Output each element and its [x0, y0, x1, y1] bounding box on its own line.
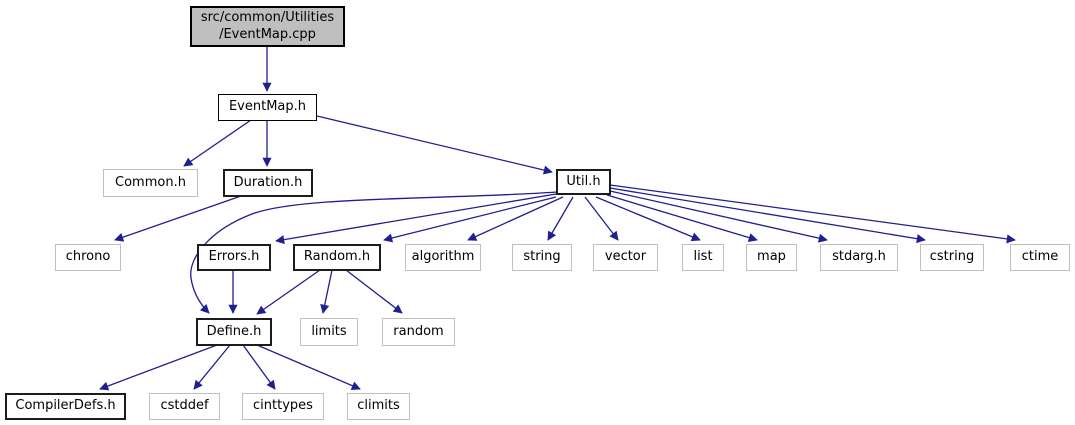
node-label: /EventMap.cpp — [219, 26, 316, 42]
node-string: string — [512, 244, 572, 271]
node-errors-h[interactable]: Errors.h — [197, 244, 271, 271]
node-util-h[interactable]: Util.h — [556, 169, 611, 195]
node-climits: climits — [347, 393, 410, 420]
node-label: stdarg.h — [832, 249, 886, 265]
node-label: Random.h — [303, 249, 371, 265]
node-compilerdefs-h[interactable]: CompilerDefs.h — [5, 393, 126, 420]
edge-duration_h-chrono — [114, 195, 242, 242]
node-label: vector — [604, 249, 647, 265]
node-label: EventMap.h — [228, 99, 307, 115]
edge-util_h-cstring — [609, 187, 926, 244]
node-label: chrono — [65, 249, 111, 265]
edge-define_h-climits — [256, 344, 361, 390]
node-random-h[interactable]: Random.h — [293, 244, 381, 271]
edge-util_h-define_h — [190, 191, 558, 314]
edge-util_h-algorithm — [467, 196, 564, 241]
node-label: map — [757, 249, 786, 265]
node-label: Duration.h — [233, 174, 303, 190]
edge-random_h-random — [345, 269, 403, 314]
edge-define_h-compilerdefs_h — [99, 344, 218, 391]
edge-random_h-define_h — [256, 269, 321, 315]
node-chrono: chrono — [55, 244, 121, 271]
node-eventmap-cpp: src/common/Utilities /EventMap.cpp — [190, 6, 345, 47]
edge-util_h-list — [595, 196, 701, 242]
edge-util_h-errors_h — [275, 193, 557, 245]
node-label: climits — [357, 398, 400, 414]
node-label: src/common/Utilities — [200, 10, 335, 26]
node-cinttypes: cinttypes — [242, 393, 324, 420]
edge-random_h-limits — [320, 269, 333, 314]
node-define-h[interactable]: Define.h — [196, 318, 272, 346]
edge-util_h-stdarg_h — [609, 190, 828, 243]
node-random: random — [382, 318, 455, 346]
edge-define_h-cstddef — [193, 344, 231, 390]
edge-define_h-cinttypes — [242, 344, 276, 390]
node-label: CompilerDefs.h — [15, 398, 116, 414]
node-label: Errors.h — [208, 249, 260, 265]
node-duration-h[interactable]: Duration.h — [223, 169, 313, 197]
node-label: Util.h — [566, 173, 601, 189]
node-label: Define.h — [206, 323, 262, 339]
node-label: ctime — [1021, 249, 1059, 265]
node-label: Common.h — [115, 174, 186, 190]
node-eventmap-h[interactable]: EventMap.h — [218, 94, 317, 121]
node-map: map — [746, 244, 797, 271]
edge-util_h-map — [606, 194, 758, 243]
node-label: random — [393, 323, 444, 339]
edge-eventmap_h-util_h — [316, 115, 553, 175]
node-common-h: Common.h — [103, 169, 198, 197]
edge-util_h-random_h — [383, 196, 557, 243]
node-list: list — [682, 244, 724, 271]
node-cstring: cstring — [920, 244, 984, 271]
node-label: string — [523, 249, 561, 265]
edge-util_h-vector — [584, 196, 619, 241]
node-algorithm: algorithm — [405, 244, 481, 271]
edge-util_h-ctime — [609, 184, 1016, 244]
node-vector: vector — [593, 244, 658, 271]
edge-util_h-string — [547, 196, 574, 241]
node-label: cstddef — [160, 398, 209, 414]
node-stdarg-h: stdarg.h — [820, 244, 898, 271]
node-label: limits — [311, 323, 347, 339]
node-label: list — [693, 249, 713, 265]
node-limits: limits — [300, 318, 358, 346]
edge-eventmap_h-common_h — [183, 119, 252, 167]
node-ctime: ctime — [1010, 244, 1070, 271]
node-label: algorithm — [411, 249, 475, 265]
node-label: cinttypes — [253, 398, 313, 414]
node-label: cstring — [929, 249, 975, 265]
node-cstddef: cstddef — [149, 393, 220, 420]
